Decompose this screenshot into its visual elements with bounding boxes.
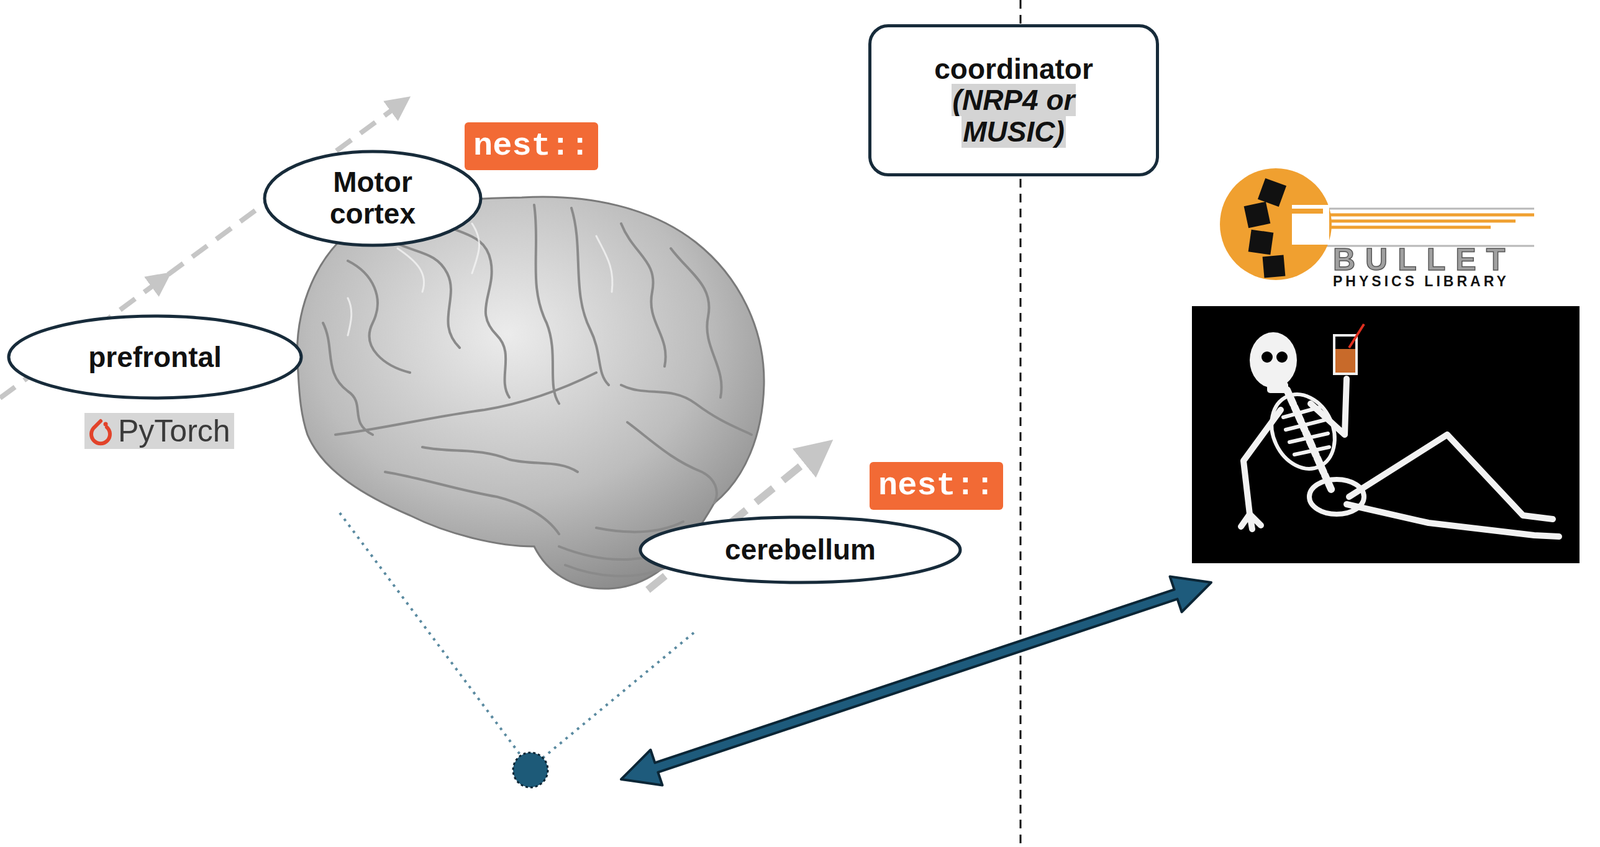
pathway-arrow bbox=[0, 103, 401, 399]
node-label: prefrontal bbox=[88, 341, 222, 374]
double-arrow bbox=[621, 577, 1212, 786]
region-ellipse: Motor cortex bbox=[262, 149, 483, 248]
pytorch-icon bbox=[84, 413, 117, 450]
leader-line bbox=[339, 513, 528, 766]
pytorch-logo: PyTorch bbox=[116, 413, 235, 450]
bullet-logo bbox=[1219, 168, 1535, 281]
node-label: coordinator bbox=[934, 53, 1094, 86]
leader-line bbox=[534, 632, 694, 766]
region-ellipse: cerebellum bbox=[638, 515, 963, 585]
region-ellipse: prefrontal bbox=[6, 314, 304, 400]
text-wrap: (NRP4 or MUSIC) bbox=[936, 84, 1092, 148]
node-sublabel: (NRP4 or MUSIC) bbox=[951, 83, 1077, 148]
coordinator-box: coordinator(NRP4 or MUSIC) bbox=[868, 24, 1160, 177]
bullet-subtitle: PHYSICS LIBRARY bbox=[1332, 273, 1510, 290]
ellipse-shape bbox=[640, 517, 961, 583]
nest-logo: nest:: bbox=[464, 122, 599, 171]
skeleton-illustration bbox=[1191, 306, 1580, 564]
bullet-wordmark: BULLET bbox=[1332, 243, 1515, 276]
nest-logo: nest:: bbox=[869, 462, 1004, 510]
ellipse-shape bbox=[8, 316, 302, 399]
node-label: Motor cortex bbox=[301, 166, 445, 230]
interface-dot bbox=[513, 752, 548, 788]
ellipse-shape bbox=[264, 151, 481, 246]
node-label: cerebellum bbox=[724, 534, 876, 566]
